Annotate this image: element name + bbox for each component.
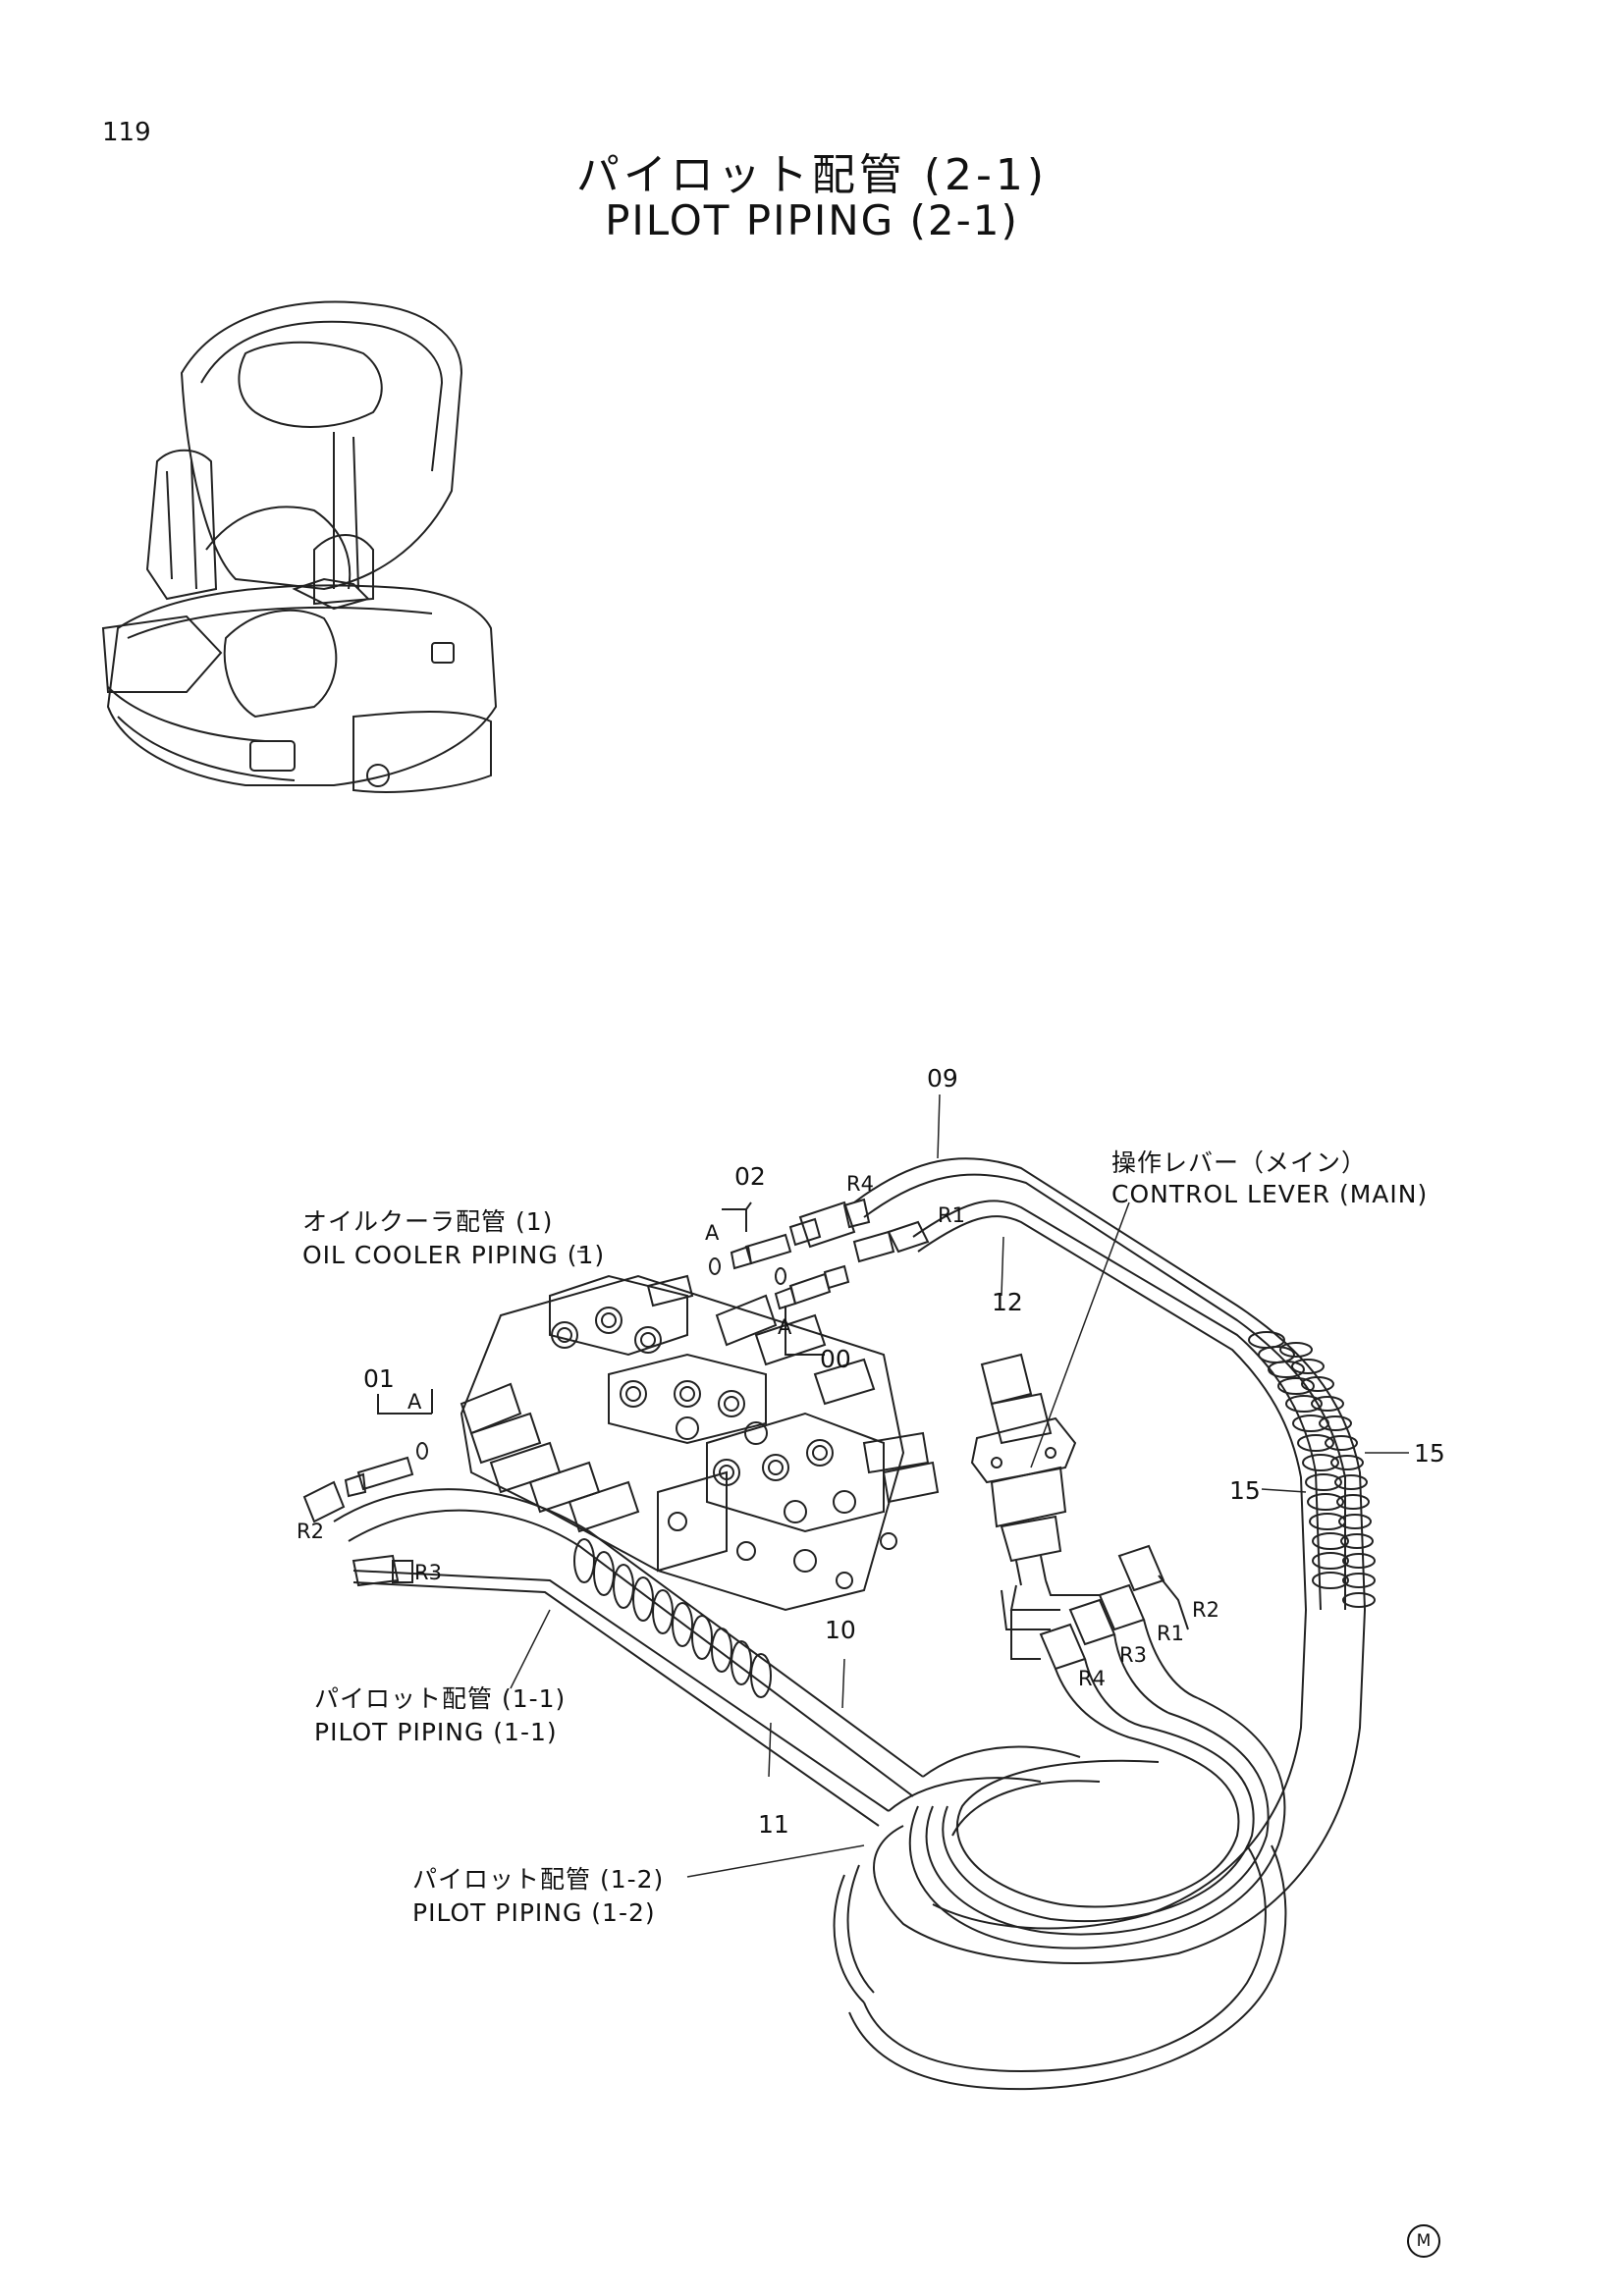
port-label-r2-left: R2 xyxy=(297,1520,324,1543)
control-lever xyxy=(970,1353,1100,1660)
pilot-piping-1-2-label-en: PILOT PIPING (1-2) xyxy=(412,1898,656,1927)
page-title-en: PILOT PIPING (2-1) xyxy=(605,196,1019,244)
fitting-01 xyxy=(344,1389,433,1498)
port-label-r3-left: R3 xyxy=(414,1561,442,1584)
control-valve-block xyxy=(460,1274,940,1612)
port-label-r1-top: R1 xyxy=(938,1203,965,1227)
port-label-r3-right: R3 xyxy=(1119,1643,1147,1667)
pilot-piping-1-1-label-en: PILOT PIPING (1-1) xyxy=(314,1718,558,1746)
fittings-02-00 xyxy=(709,1201,850,1356)
page-number: 119 xyxy=(102,118,151,147)
spring-guard-10 xyxy=(573,1538,772,1698)
m-mark-symbol: M xyxy=(1407,2224,1440,2258)
pilot-piping-1-1-label-jp: パイロット配管 (1-1) xyxy=(314,1684,567,1713)
part-number-00: 00 xyxy=(820,1345,851,1373)
oil-cooler-label-en: OIL COOLER PIPING (1) xyxy=(302,1241,606,1269)
part-number-09: 09 xyxy=(927,1064,958,1093)
top-hose-fittings xyxy=(798,1198,930,1263)
leader-lines xyxy=(510,1094,1409,1878)
hose-loops-bottom xyxy=(833,1697,1287,2091)
part-number-02: 02 xyxy=(734,1162,766,1191)
lever-hose-fittings xyxy=(1039,1544,1199,1738)
port-label-r2-right: R2 xyxy=(1192,1598,1219,1622)
part-number-15-left: 15 xyxy=(1229,1476,1261,1505)
oil-cooler-label-jp: オイルクーラ配管 (1) xyxy=(302,1207,554,1236)
port-label-r4-right: R4 xyxy=(1078,1667,1106,1690)
page-title-jp: パイロット配管 (2-1) xyxy=(575,150,1049,200)
part-number-10: 10 xyxy=(825,1616,856,1644)
part-number-11: 11 xyxy=(758,1810,789,1839)
spring-guards-15 xyxy=(1248,1331,1376,1608)
excavator-cab-illustration xyxy=(101,300,498,793)
port-label-a-3: A xyxy=(407,1390,422,1414)
left-hose-fittings xyxy=(302,1480,413,1587)
part-number-12: 12 xyxy=(992,1288,1023,1316)
control-lever-label-jp: 操作レバー（メイン） xyxy=(1111,1148,1368,1177)
control-lever-label-en: CONTROL LEVER (MAIN) xyxy=(1111,1180,1429,1208)
port-label-a-1: A xyxy=(705,1221,720,1245)
part-number-15-right: 15 xyxy=(1414,1439,1445,1468)
hoses-09-12 xyxy=(853,1157,1366,1964)
port-label-r1-right: R1 xyxy=(1157,1622,1184,1645)
pilot-piping-1-2-label-jp: パイロット配管 (1-2) xyxy=(412,1865,665,1894)
port-label-a-2: A xyxy=(778,1315,792,1339)
hoses-10-11 xyxy=(333,1488,1081,1827)
part-number-01: 01 xyxy=(363,1364,395,1393)
port-label-r4-top: R4 xyxy=(846,1172,874,1196)
